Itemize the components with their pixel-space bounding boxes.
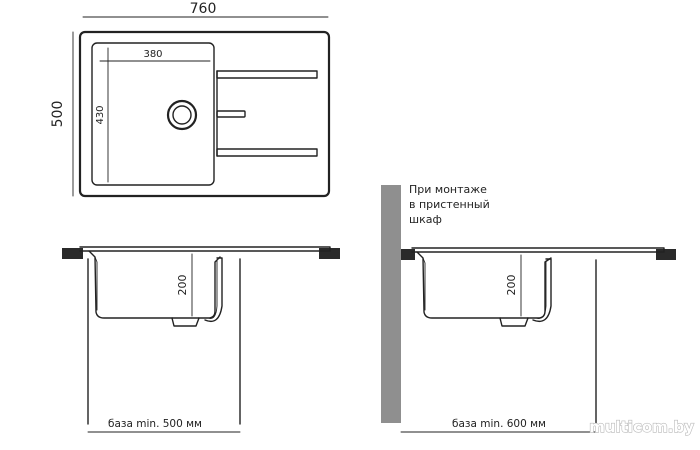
install-note-line-2: в пристенный <box>409 198 490 211</box>
base-label-right: база min. 600 мм <box>452 418 546 430</box>
rim-right <box>411 247 665 253</box>
bowl-inner-left <box>94 256 98 311</box>
watermark: multicom.by <box>589 418 694 436</box>
overflow-pipe-left <box>204 257 223 323</box>
depth-label-left: 200 <box>176 275 189 296</box>
sink-outline <box>78 30 331 198</box>
section-left: 200 база min. 500 мм <box>62 246 340 433</box>
depth-label-right: 200 <box>505 275 518 296</box>
countertop-right-b <box>656 249 676 260</box>
drainer-rib-bottom <box>216 148 318 157</box>
top-view: 760 500 380 430 <box>50 1 331 198</box>
bowl-depth-label: 430 <box>95 105 106 124</box>
overflow-slot <box>216 110 246 118</box>
rim-left <box>79 246 331 252</box>
height-label: 500 <box>50 101 66 128</box>
bowl-outline <box>91 42 215 186</box>
bowl-width-label: 380 <box>143 49 162 60</box>
width-label: 760 <box>190 1 217 17</box>
drain-outer <box>166 99 198 131</box>
bowl-inner-right <box>422 257 426 311</box>
overflow-pipe-left-inner <box>207 259 218 319</box>
base-label-left: база min. 500 мм <box>108 418 202 430</box>
install-note-line-1: При монтаже <box>409 183 487 196</box>
drain-left <box>171 317 200 327</box>
drain-inner <box>172 105 192 125</box>
countertop-left-b <box>319 248 340 259</box>
install-note-line-3: шкаф <box>409 213 442 226</box>
overflow-pipe-right <box>532 258 552 323</box>
drain-right <box>499 317 529 327</box>
drainer-rib-top <box>216 70 318 79</box>
bowl-profile-left <box>88 250 221 319</box>
countertop-right-a <box>401 249 415 260</box>
bowl-profile-right <box>416 251 552 319</box>
countertop-left-a <box>62 248 83 259</box>
section-right: При монтаже в пристенный шкаф 200 база m… <box>381 183 676 433</box>
wall <box>381 185 401 423</box>
overflow-pipe-right-inner <box>535 260 547 319</box>
